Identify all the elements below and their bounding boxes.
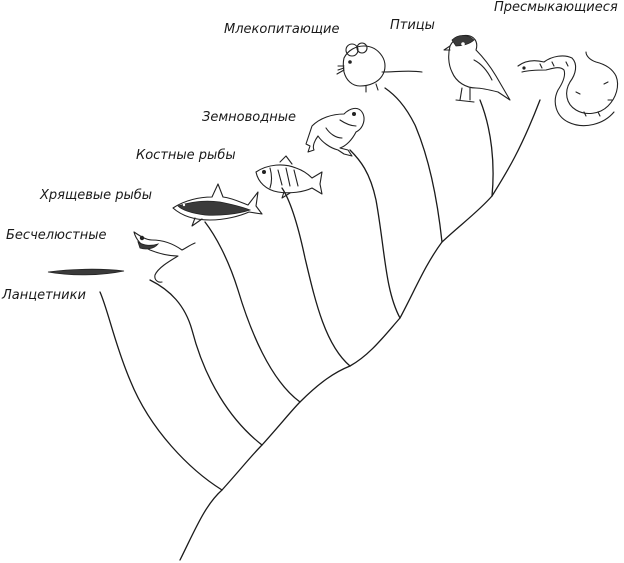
label-birds: Птицы — [390, 18, 435, 33]
label-reptiles: Пресмыкающиеся — [494, 0, 618, 15]
label-amphibians: Земноводные — [202, 110, 296, 125]
branch-amphibians — [349, 149, 401, 319]
branch-mammals — [384, 87, 443, 243]
branch-bony — [281, 187, 351, 367]
trunk — [179, 99, 541, 561]
label-mammals: Млекопитающие — [224, 22, 340, 37]
branch-jawless — [149, 279, 263, 446]
label-cartilaginous: Хрящевые рыбы — [40, 188, 153, 203]
branch-lancelets — [99, 291, 223, 491]
branch-cartilaginous — [204, 221, 301, 403]
branch-birds — [479, 99, 494, 197]
label-jawless: Бесчелюстные — [6, 228, 107, 243]
label-bony: Костные рыбы — [136, 148, 236, 163]
label-lancelets: Ланцетники — [2, 288, 86, 303]
